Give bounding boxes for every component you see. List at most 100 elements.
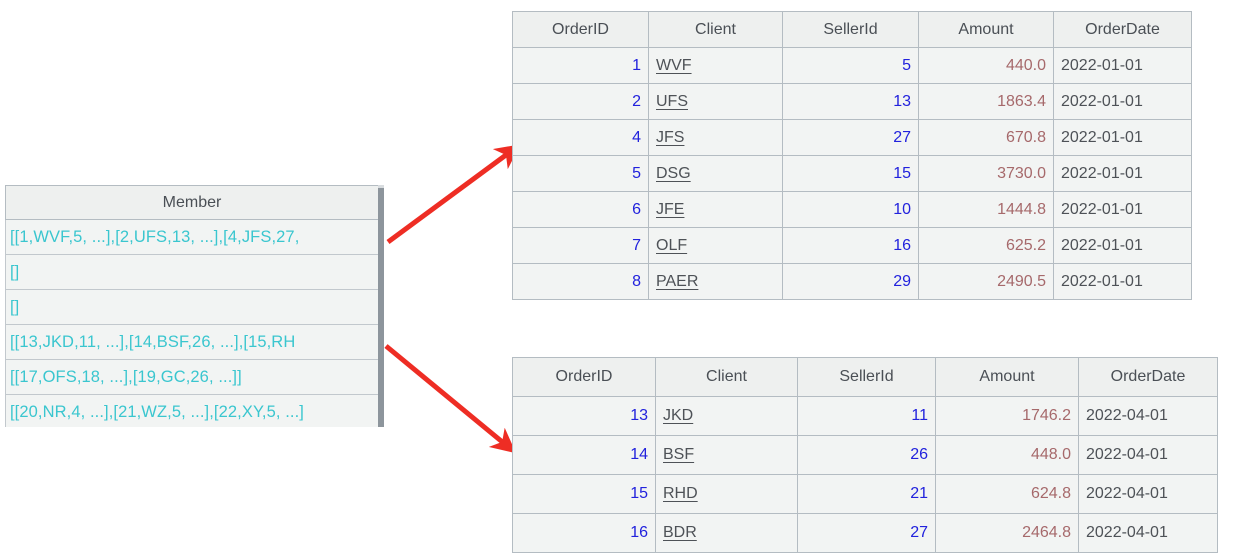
cell-orderdate: 2022-04-01 [1078, 474, 1218, 514]
cell-sellerid: 27 [797, 513, 936, 553]
cell-amount: 670.8 [918, 119, 1054, 156]
cell-client: JFS [648, 119, 783, 156]
column-header-client[interactable]: Client [648, 11, 783, 48]
table-row[interactable]: [] [5, 254, 379, 290]
cell-sellerid: 11 [797, 396, 936, 436]
table-row[interactable]: 13 JKD 11 1746.2 2022-04-01 [512, 396, 1218, 436]
orders-table-2: OrderID Client SellerId Amount OrderDate… [512, 357, 1218, 553]
cell-sellerid: 29 [782, 263, 919, 300]
cell-orderid: 13 [512, 396, 656, 436]
column-header-amount[interactable]: Amount [935, 357, 1079, 397]
orders-table-2-body: 13 JKD 11 1746.2 2022-04-01 14 BSF 26 44… [512, 396, 1218, 553]
cell-client: JFE [648, 191, 783, 228]
arrow-up-icon [386, 144, 521, 245]
member-table: Member [[1,WVF,5, ...],[2,UFS,13, ...],[… [5, 185, 379, 427]
cell-sellerid: 15 [782, 155, 919, 192]
cell-amount: 448.0 [935, 435, 1079, 475]
member-cell: [] [5, 254, 379, 290]
table-header-row: OrderID Client SellerId Amount OrderDate [512, 11, 1192, 48]
table-row[interactable]: 5 DSG 15 3730.0 2022-01-01 [512, 155, 1192, 192]
cell-orderdate: 2022-04-01 [1078, 513, 1218, 553]
member-cell: [[1,WVF,5, ...],[2,UFS,13, ...],[4,JFS,2… [5, 219, 379, 255]
table-row[interactable]: 7 OLF 16 625.2 2022-01-01 [512, 227, 1192, 264]
table-row[interactable]: [] [5, 289, 379, 325]
cell-sellerid: 13 [782, 83, 919, 120]
table-row[interactable]: 14 BSF 26 448.0 2022-04-01 [512, 435, 1218, 475]
cell-amount: 624.8 [935, 474, 1079, 514]
table-row[interactable]: 1 WVF 5 440.0 2022-01-01 [512, 47, 1192, 84]
table-header-row: OrderID Client SellerId Amount OrderDate [512, 357, 1218, 397]
table-row[interactable]: [[17,OFS,18, ...],[19,GC,26, ...]] [5, 359, 379, 395]
orders-table-1: OrderID Client SellerId Amount OrderDate… [512, 11, 1192, 300]
cell-orderdate: 2022-01-01 [1053, 83, 1192, 120]
cell-orderdate: 2022-04-01 [1078, 396, 1218, 436]
cell-sellerid: 10 [782, 191, 919, 228]
cell-amount: 1746.2 [935, 396, 1079, 436]
cell-client: DSG [648, 155, 783, 192]
column-header-orderid[interactable]: OrderID [512, 357, 656, 397]
cell-client: BSF [655, 435, 798, 475]
cell-orderdate: 2022-04-01 [1078, 435, 1218, 475]
cell-orderid: 5 [512, 155, 649, 192]
cell-orderid: 8 [512, 263, 649, 300]
column-header-sellerid[interactable]: SellerId [782, 11, 919, 48]
member-table-body: [[1,WVF,5, ...],[2,UFS,13, ...],[4,JFS,2… [5, 219, 379, 427]
cell-client: BDR [655, 513, 798, 553]
table-row[interactable]: [[13,JKD,11, ...],[14,BSF,26, ...],[15,R… [5, 324, 379, 360]
table-row[interactable]: 2 UFS 13 1863.4 2022-01-01 [512, 83, 1192, 120]
cell-orderdate: 2022-01-01 [1053, 47, 1192, 84]
member-cell: [[17,OFS,18, ...],[19,GC,26, ...]] [5, 359, 379, 395]
member-cell: [] [5, 289, 379, 325]
table-row[interactable]: [[20,NR,4, ...],[21,WZ,5, ...],[22,XY,5,… [5, 394, 379, 427]
table-row[interactable]: [[1,WVF,5, ...],[2,UFS,13, ...],[4,JFS,2… [5, 219, 379, 255]
cell-sellerid: 27 [782, 119, 919, 156]
member-panel-scrollbar-track-cap [378, 185, 384, 188]
member-cell: [[13,JKD,11, ...],[14,BSF,26, ...],[15,R… [5, 324, 379, 360]
cell-client: OLF [648, 227, 783, 264]
cell-amount: 2490.5 [918, 263, 1054, 300]
arrow-down-icon [384, 344, 517, 454]
member-panel[interactable]: Member [[1,WVF,5, ...],[2,UFS,13, ...],[… [5, 185, 385, 427]
column-header-sellerid[interactable]: SellerId [797, 357, 936, 397]
cell-orderdate: 2022-01-01 [1053, 191, 1192, 228]
cell-client: JKD [655, 396, 798, 436]
member-cell: [[20,NR,4, ...],[21,WZ,5, ...],[22,XY,5,… [5, 394, 379, 427]
cell-amount: 3730.0 [918, 155, 1054, 192]
cell-sellerid: 26 [797, 435, 936, 475]
cell-amount: 1863.4 [918, 83, 1054, 120]
cell-orderid: 15 [512, 474, 656, 514]
table-row[interactable]: 4 JFS 27 670.8 2022-01-01 [512, 119, 1192, 156]
cell-orderid: 16 [512, 513, 656, 553]
column-header-client[interactable]: Client [655, 357, 798, 397]
cell-amount: 625.2 [918, 227, 1054, 264]
cell-orderid: 14 [512, 435, 656, 475]
table-row[interactable]: 8 PAER 29 2490.5 2022-01-01 [512, 263, 1192, 300]
column-header-orderdate[interactable]: OrderDate [1053, 11, 1192, 48]
orders-table-1-body: 1 WVF 5 440.0 2022-01-01 2 UFS 13 1863.4… [512, 47, 1192, 300]
cell-orderid: 1 [512, 47, 649, 84]
cell-sellerid: 5 [782, 47, 919, 84]
cell-orderdate: 2022-01-01 [1053, 227, 1192, 264]
cell-client: RHD [655, 474, 798, 514]
column-header-amount[interactable]: Amount [918, 11, 1054, 48]
cell-orderid: 4 [512, 119, 649, 156]
member-column-header: Member [5, 185, 379, 220]
cell-orderid: 7 [512, 227, 649, 264]
table-row[interactable]: 15 RHD 21 624.8 2022-04-01 [512, 474, 1218, 514]
cell-client: UFS [648, 83, 783, 120]
cell-amount: 2464.8 [935, 513, 1079, 553]
cell-orderdate: 2022-01-01 [1053, 119, 1192, 156]
cell-client: WVF [648, 47, 783, 84]
cell-sellerid: 21 [797, 474, 936, 514]
column-header-orderid[interactable]: OrderID [512, 11, 649, 48]
member-panel-scrollbar[interactable] [378, 185, 384, 427]
cell-orderid: 2 [512, 83, 649, 120]
table-row[interactable]: 16 BDR 27 2464.8 2022-04-01 [512, 513, 1218, 553]
cell-amount: 440.0 [918, 47, 1054, 84]
cell-amount: 1444.8 [918, 191, 1054, 228]
cell-sellerid: 16 [782, 227, 919, 264]
cell-orderid: 6 [512, 191, 649, 228]
cell-orderdate: 2022-01-01 [1053, 263, 1192, 300]
table-row[interactable]: 6 JFE 10 1444.8 2022-01-01 [512, 191, 1192, 228]
column-header-orderdate[interactable]: OrderDate [1078, 357, 1218, 397]
